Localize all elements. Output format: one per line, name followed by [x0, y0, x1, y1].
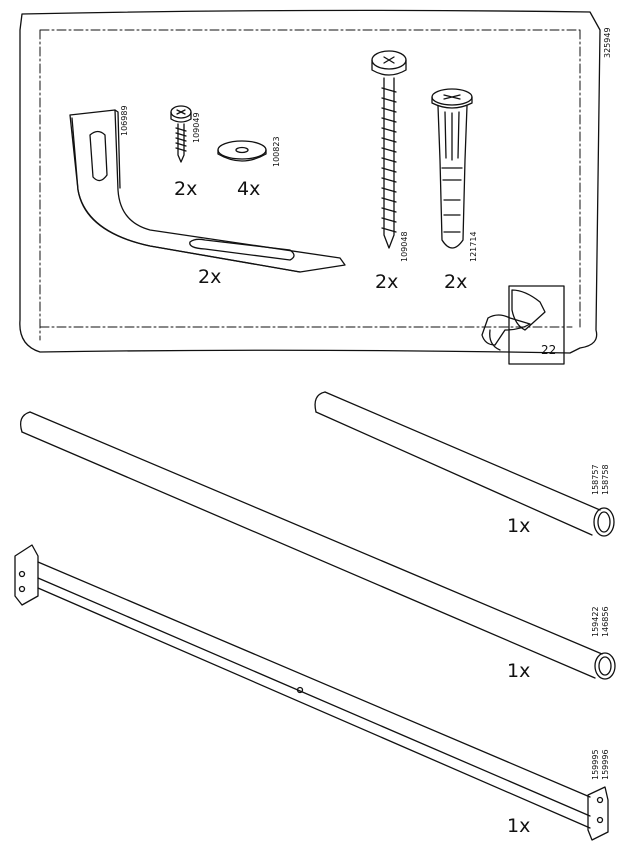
rail-code-1: 159995	[591, 749, 600, 780]
short-screw-code: 109049	[192, 112, 201, 143]
reference-page-number: 22	[541, 343, 557, 357]
long-rod-icon	[19, 411, 616, 680]
bracket-qty: 2x	[198, 266, 222, 288]
short-screw-icon	[170, 105, 192, 163]
see-page-icon	[481, 285, 565, 365]
washer-qty: 4x	[237, 178, 261, 200]
bag-seal-line	[39, 29, 581, 341]
wall-plug-icon	[431, 88, 473, 249]
washer-icon	[217, 140, 267, 162]
bag-code: 325949	[603, 27, 612, 58]
long-screw-icon	[371, 50, 407, 249]
long-screw-code: 109048	[400, 231, 409, 262]
short-rod-qty: 1x	[507, 515, 531, 537]
short-rod-code-1: 158757	[591, 464, 600, 495]
bracket-code: 106989	[120, 105, 129, 136]
short-rod-icon	[314, 391, 615, 537]
long-screw-qty: 2x	[375, 271, 399, 293]
long-rod-code-2: 146856	[601, 606, 610, 637]
wall-plug-qty: 2x	[444, 271, 468, 293]
long-rod-qty: 1x	[507, 660, 531, 682]
wall-plug-code: 121714	[469, 231, 478, 262]
long-rod-code-1: 159422	[591, 606, 600, 637]
hardware-bag	[19, 9, 601, 354]
rail-icon	[14, 544, 609, 841]
short-rod-code-2: 158758	[601, 464, 610, 495]
washer-code: 100823	[272, 136, 281, 167]
rail-qty: 1x	[507, 815, 531, 837]
short-screw-qty: 2x	[174, 178, 198, 200]
bracket-icon	[69, 109, 346, 273]
rail-code-2: 159996	[601, 749, 610, 780]
